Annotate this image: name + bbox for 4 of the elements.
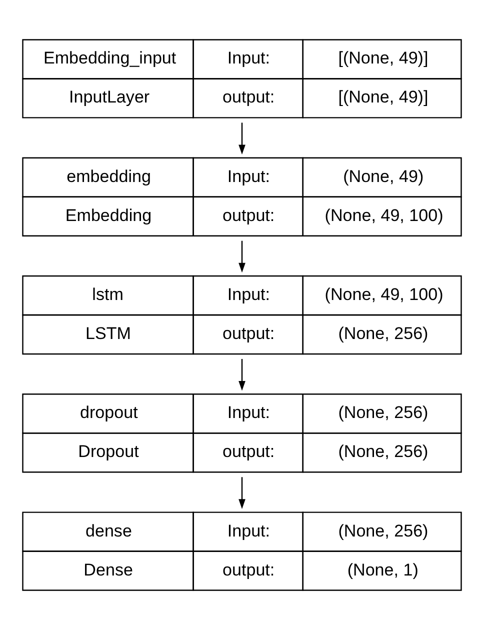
arrow (238, 358, 246, 391)
arrow (238, 477, 246, 509)
arrow (238, 122, 246, 155)
arrow (238, 240, 246, 273)
